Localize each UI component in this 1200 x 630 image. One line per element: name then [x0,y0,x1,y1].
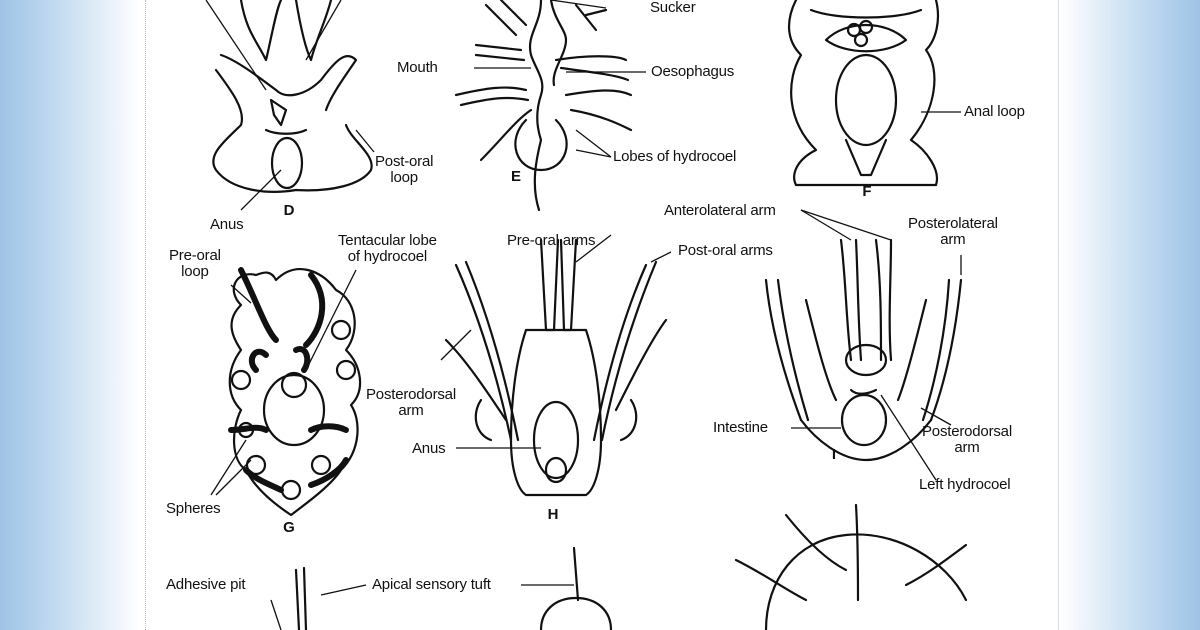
letter-e: E [510,168,522,185]
label-h-anus: Anus [412,440,446,457]
label-e-lobes-hydrocoel: Lobes of hydrocoel [613,148,737,165]
label-h-postoral-arms: Post-oral arms [678,242,773,259]
bottom-drawings [270,503,968,630]
label-i-intestine: Intestine [713,419,768,436]
diagram-panel: Post-oral loop Anus D Sucker Mouth Oesop… [145,0,1059,630]
larvae-drawings [205,0,968,630]
label-apical-sensory-tuft: Apical sensory tuft [372,576,491,593]
label-i-left-hydrocoel: Left hydrocoel [919,476,1011,493]
label-h-preoral-arms: Pre-oral arms [507,232,596,249]
figure-d-drawing [205,0,375,211]
label-adhesive-pit: Adhesive pit [166,576,246,593]
label-e-oesophagus: Oesophagus [651,63,735,80]
figure-f-drawing [788,0,961,187]
figure-g-drawing [210,267,362,517]
label-i-posterodorsal-arm: Posterodorsal arm [922,423,1012,456]
figure-i-drawing [764,209,963,481]
label-g-tentacular-lobe: Tentacular lobe of hydrocoel [338,232,437,265]
label-i-posterolateral-arm: Posterolateral arm [908,215,998,248]
label-g-preoral-loop: Pre-oral loop [169,247,221,280]
letter-h: H [547,506,559,523]
letter-i: I [831,446,837,463]
label-d-postoral-loop: Post-oral loop [375,153,434,186]
letter-g: G [283,519,295,536]
label-e-sucker: Sucker [650,0,696,16]
label-i-anterolateral-arm: Anterolateral arm [664,202,776,219]
letter-d: D [283,202,295,219]
label-g-spheres: Spheres [166,500,221,517]
letter-f: F [862,183,872,200]
label-e-mouth: Mouth [397,59,438,76]
label-d-anus: Anus [210,216,244,233]
figure-h-drawing [440,234,672,497]
label-f-anal-loop: Anal loop [964,103,1025,120]
label-h-posterodorsal-arm: Posterodorsal arm [366,386,456,419]
figure-e-drawing [454,0,646,212]
